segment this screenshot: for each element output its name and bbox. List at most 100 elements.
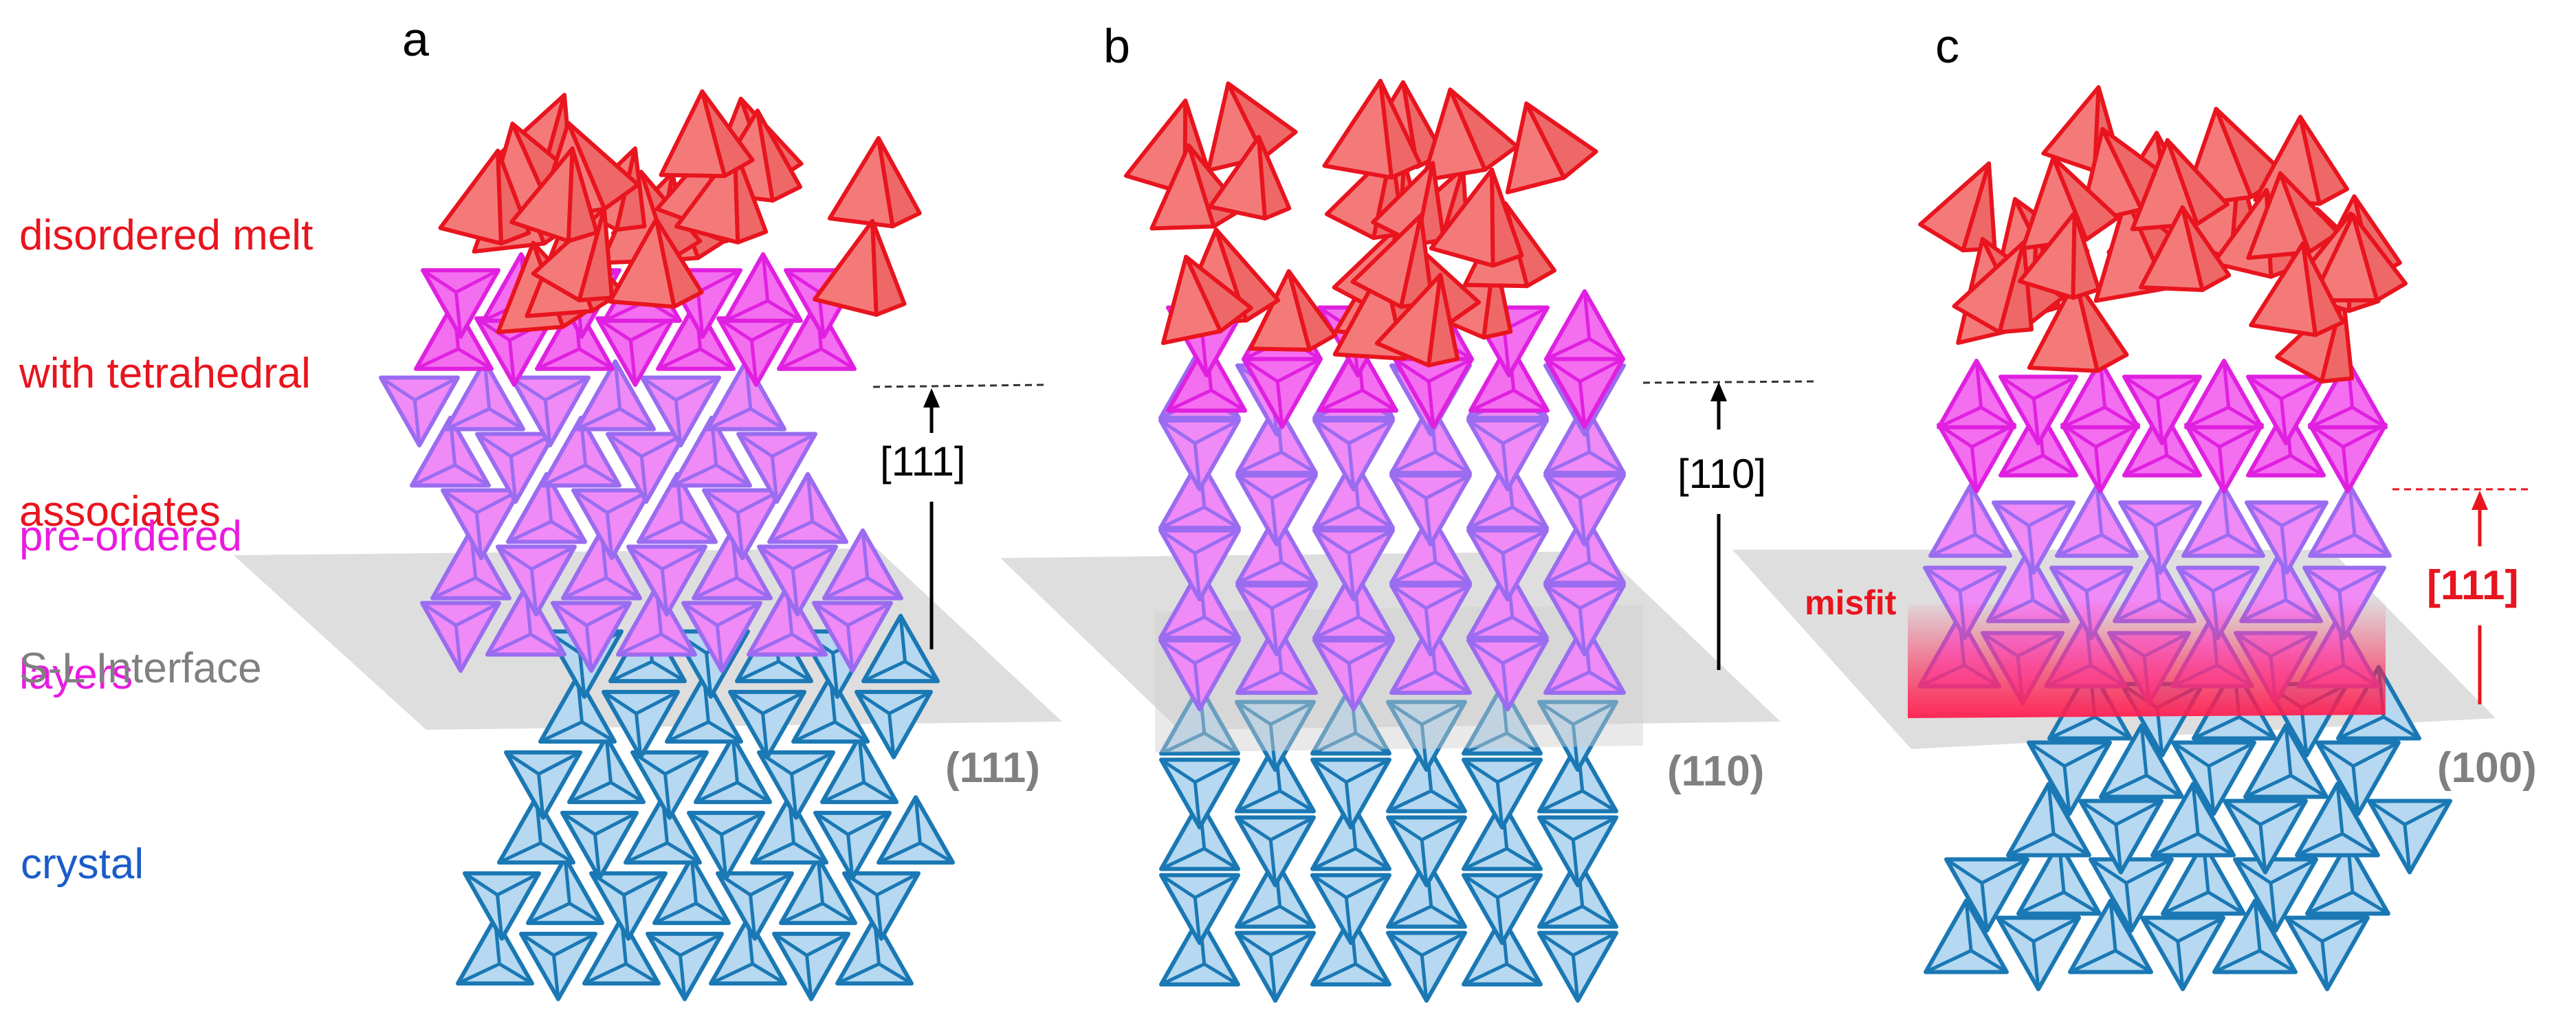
- violet-tetra-b-0: [1158, 638, 1241, 712]
- violet-tetra-a-26: [379, 375, 460, 448]
- panel-b-arrow-head: [1710, 382, 1727, 430]
- violet-tetra-c-19: [2245, 500, 2329, 575]
- crystal-tetra-b-8: [1310, 873, 1391, 946]
- magenta-tetra-a-7: [421, 268, 500, 339]
- crystal-tetra-c-0: [1924, 898, 2009, 974]
- crystal-tetra-a-20: [877, 795, 955, 865]
- crystal-tetra-b-10: [1462, 873, 1543, 946]
- violet-tetra-b-14: [1312, 528, 1395, 602]
- crystal-tetra-c-6: [1944, 857, 2029, 933]
- crystal-tetra-a-38: [861, 614, 940, 684]
- violet-tetra-c-18: [2181, 483, 2265, 558]
- crystal-tetra-b-18: [1159, 757, 1240, 830]
- crystal-tetra-a-1: [519, 931, 597, 1001]
- violet-tetra-a-14: [441, 488, 522, 561]
- crystal-tetra-c-19: [2099, 723, 2184, 799]
- violet-tetra-a-17: [637, 471, 718, 544]
- crystal-tetra-a-17: [687, 810, 765, 880]
- crystal-tetra-b-23: [1537, 741, 1618, 814]
- magenta-tetra-c-12: [2246, 375, 2326, 445]
- violet-tetra-c-17: [2118, 500, 2202, 575]
- magenta-tetra-c-13: [2308, 359, 2388, 430]
- melt-tetra-c-8: [2253, 115, 2349, 206]
- crystal-tetra-a-28: [602, 689, 680, 759]
- crystal-tetra-b-15: [1386, 815, 1467, 888]
- crystal-tetra-b-25: [1235, 700, 1316, 772]
- melt-tetra-c-19: [1952, 240, 2034, 335]
- crystal-tetra-c-5: [2285, 915, 2370, 992]
- crystal-tetra-b-22: [1462, 757, 1543, 830]
- melt-tetra-b-15: [1160, 254, 1253, 346]
- crystal-tetra-b-20: [1310, 757, 1391, 830]
- magenta-tetra-a-2: [535, 300, 615, 371]
- violet-tetra-b-1: [1235, 621, 1318, 695]
- crystal-tetra-a-3: [646, 931, 724, 1001]
- crystal-tetra-c-9: [2161, 840, 2246, 916]
- misfit-band: [1908, 598, 2386, 718]
- crystal-tetra-a-32: [855, 689, 933, 759]
- magenta-tetra-c-10: [2122, 375, 2202, 445]
- magenta-tetra-c-8: [1999, 375, 2078, 445]
- magenta-tetra-c-11: [2184, 359, 2264, 430]
- violet-tetra-b-29: [1543, 401, 1626, 476]
- crystal-tetra-a-7: [463, 871, 541, 941]
- melt-tetra-b-19: [1429, 167, 1524, 268]
- violet-tetra-a-8: [496, 544, 577, 617]
- melt-tetra-a-19: [812, 219, 907, 317]
- violet-tetra-a-6: [812, 601, 893, 673]
- crystal-tetra-b-1: [1235, 930, 1316, 1003]
- violet-tetra-a-1: [485, 584, 566, 657]
- melt-tetra-c-7: [2027, 277, 2129, 373]
- crystal-tetra-a-12: [779, 856, 857, 926]
- crystal-tetra-c-10: [2233, 857, 2318, 933]
- crystal-tetra-c-17: [2367, 799, 2452, 875]
- violet-tetra-a-24: [671, 415, 752, 488]
- crystal-tetra-b-28: [1462, 683, 1543, 756]
- crystal-tetra-a-21: [504, 750, 582, 820]
- crystal-tetra-c-4: [2212, 898, 2298, 974]
- violet-tetra-a-10: [626, 544, 707, 617]
- melt-tetra-a-20: [659, 89, 755, 179]
- crystal-tetra-a-29: [665, 674, 743, 744]
- violet-tetra-b-9: [1389, 583, 1472, 657]
- crystal-tetra-a-0: [456, 916, 534, 986]
- crystal-tetra-c-8: [2089, 857, 2174, 933]
- violet-tetra-b-28: [1466, 418, 1549, 492]
- melt-tetra-a-21: [509, 146, 599, 243]
- magenta-tetra-b-11: [1544, 289, 1625, 361]
- crystal-tetra-a-5: [772, 931, 850, 1001]
- crystal-tetra-c-22: [2315, 740, 2401, 816]
- panel-c-arrow-head: [2472, 491, 2488, 546]
- violet-tetra-a-0: [420, 601, 501, 673]
- violet-tetra-b-4: [1466, 638, 1549, 712]
- crystal-tetra-a-16: [624, 795, 702, 865]
- crystal-tetra-b-9: [1386, 856, 1467, 929]
- violet-tetra-b-19: [1235, 473, 1318, 547]
- violet-tetra-a-11: [692, 528, 773, 601]
- magenta-tetra-c-7: [1937, 359, 2016, 430]
- crystal-tetra-c-18: [2027, 740, 2112, 816]
- crystal-tetra-c-2: [2068, 898, 2153, 974]
- violet-tetra-a-25: [736, 432, 817, 504]
- magenta-tetra-c-2: [2060, 423, 2140, 493]
- melt-tetra-b-0: [1248, 269, 1338, 352]
- violet-tetra-b-20: [1312, 456, 1395, 531]
- violet-tetra-b-8: [1312, 566, 1395, 640]
- crystal-tetra-c-21: [2243, 723, 2329, 799]
- violet-tetra-c-20: [2308, 483, 2392, 558]
- violet-tetra-a-13: [822, 528, 903, 601]
- violet-tetra-a-19: [767, 471, 848, 544]
- crystal-tetra-b-27: [1386, 700, 1467, 772]
- magenta-tetra-c-4: [2184, 423, 2264, 493]
- melt-tetra-b-23: [1322, 78, 1423, 180]
- violet-tetra-b-24: [1158, 418, 1241, 492]
- melt-tetra-a-15: [827, 136, 922, 229]
- violet-tetra-a-2: [551, 601, 632, 673]
- melt-tetra-b-11: [1420, 87, 1519, 183]
- crystal-tetra-c-20: [2171, 740, 2256, 816]
- violet-tetra-a-18: [702, 488, 783, 561]
- crystal-tetra-a-15: [560, 810, 639, 880]
- crystal-tetra-b-6: [1159, 873, 1240, 946]
- melt-tetra-b-10: [1505, 101, 1598, 194]
- crystal-tetra-c-14: [2150, 781, 2236, 858]
